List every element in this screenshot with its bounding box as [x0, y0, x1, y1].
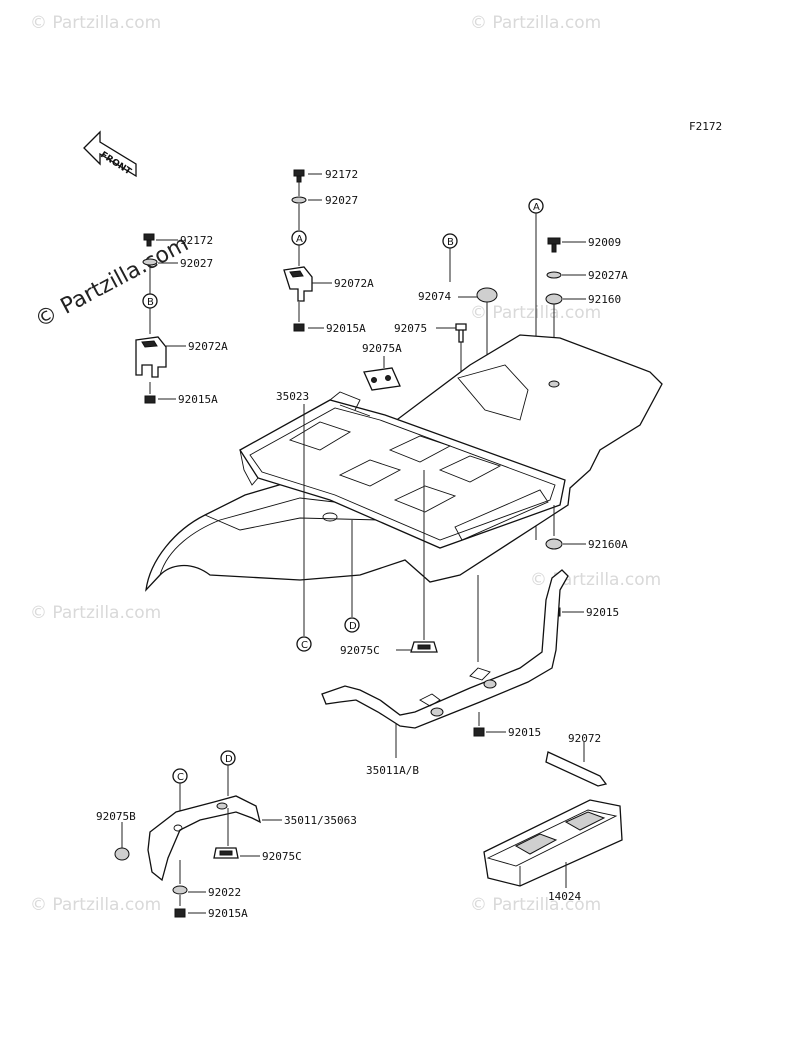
frame-35011ab — [321, 569, 569, 758]
label-92072a-left: 92072A — [188, 340, 228, 353]
rack-35023 — [239, 399, 566, 549]
callout-c: C — [301, 640, 308, 651]
callout-a: A — [533, 202, 540, 213]
label-35023: 35023 — [276, 390, 309, 403]
bolt-92172-top — [293, 169, 305, 183]
callout-d: D — [349, 621, 357, 632]
label-92160: 92160 — [588, 293, 621, 306]
strap-92072 — [545, 751, 608, 787]
label-92075: 92075 — [394, 322, 427, 335]
label-92075c-mid: 92075C — [340, 644, 380, 657]
nut-92015-b — [473, 727, 485, 737]
label-35011ab: 35011A/B — [366, 764, 419, 777]
washer-92027-left — [142, 258, 158, 266]
callout-c: C — [177, 772, 184, 783]
callout-b: B — [147, 297, 154, 308]
label-92015-b: 92015 — [508, 726, 541, 739]
label-14024: 14024 — [548, 890, 581, 903]
nut-92015a-low — [174, 908, 186, 918]
watermark-main: © Partzilla.com — [31, 232, 193, 334]
label-35011-35063: 35011/35063 — [284, 814, 357, 827]
pad-92075a — [363, 367, 401, 391]
label-92009: 92009 — [588, 236, 621, 249]
washer-92027-top — [291, 196, 307, 204]
watermark: © Partzilla.com — [470, 13, 601, 33]
nut-92015a-top — [293, 323, 305, 332]
pin-92075 — [455, 323, 467, 343]
pad-92075a-group — [363, 356, 401, 391]
bolt-92009 — [547, 237, 561, 253]
lower-left-group: D C — [114, 750, 282, 918]
label-92015a-low: 92015A — [208, 907, 248, 920]
rear-fender — [145, 334, 663, 592]
washer-92022 — [172, 885, 188, 895]
front-arrow: FRONT — [83, 130, 137, 178]
callout-d: D — [225, 754, 233, 765]
bracket-92072a-top — [283, 266, 313, 302]
grommet-92160a — [545, 538, 563, 550]
grommet-92160 — [545, 293, 563, 305]
label-92072a-top: 92072A — [334, 277, 374, 290]
washer-92027a — [546, 271, 562, 279]
label-92074: 92074 — [418, 290, 451, 303]
top-bracket-group: A — [283, 169, 332, 332]
label-92027-top: 92027 — [325, 194, 358, 207]
bolt-92172-left — [143, 233, 155, 247]
label-92075a: 92075A — [362, 342, 402, 355]
plug-92075b — [114, 847, 130, 861]
watermark: © Partzilla.com — [30, 13, 161, 33]
watermark: © Partzilla.com — [30, 895, 161, 915]
label-92027-left: 92027 — [180, 257, 213, 270]
nut-92015a-left — [144, 395, 156, 404]
left-bracket-group: B — [135, 233, 186, 404]
toolcase-14024 — [483, 799, 623, 887]
label-92015-a: 92015 — [586, 606, 619, 619]
diagram-id: F2172 — [689, 120, 722, 133]
label-92022: 92022 — [208, 886, 241, 899]
watermark: © Partzilla.com — [470, 895, 601, 915]
watermark: © Partzilla.com — [30, 603, 161, 623]
label-92072: 92072 — [568, 732, 601, 745]
label-92160a: 92160A — [588, 538, 628, 551]
label-92075c-low: 92075C — [262, 850, 302, 863]
label-92015a-top: 92015A — [326, 322, 366, 335]
bracket-92072a-left — [135, 336, 167, 378]
callout-b: B — [447, 237, 454, 248]
cap-92074 — [476, 287, 498, 303]
label-92075b: 92075B — [96, 810, 136, 823]
label-92172-left: 92172 — [180, 234, 213, 247]
label-92015a-left: 92015A — [178, 393, 218, 406]
label-92172-top: 92172 — [325, 168, 358, 181]
callout-a: A — [296, 234, 303, 245]
guard-35011-35063 — [147, 795, 261, 882]
label-92027a: 92027A — [588, 269, 628, 282]
